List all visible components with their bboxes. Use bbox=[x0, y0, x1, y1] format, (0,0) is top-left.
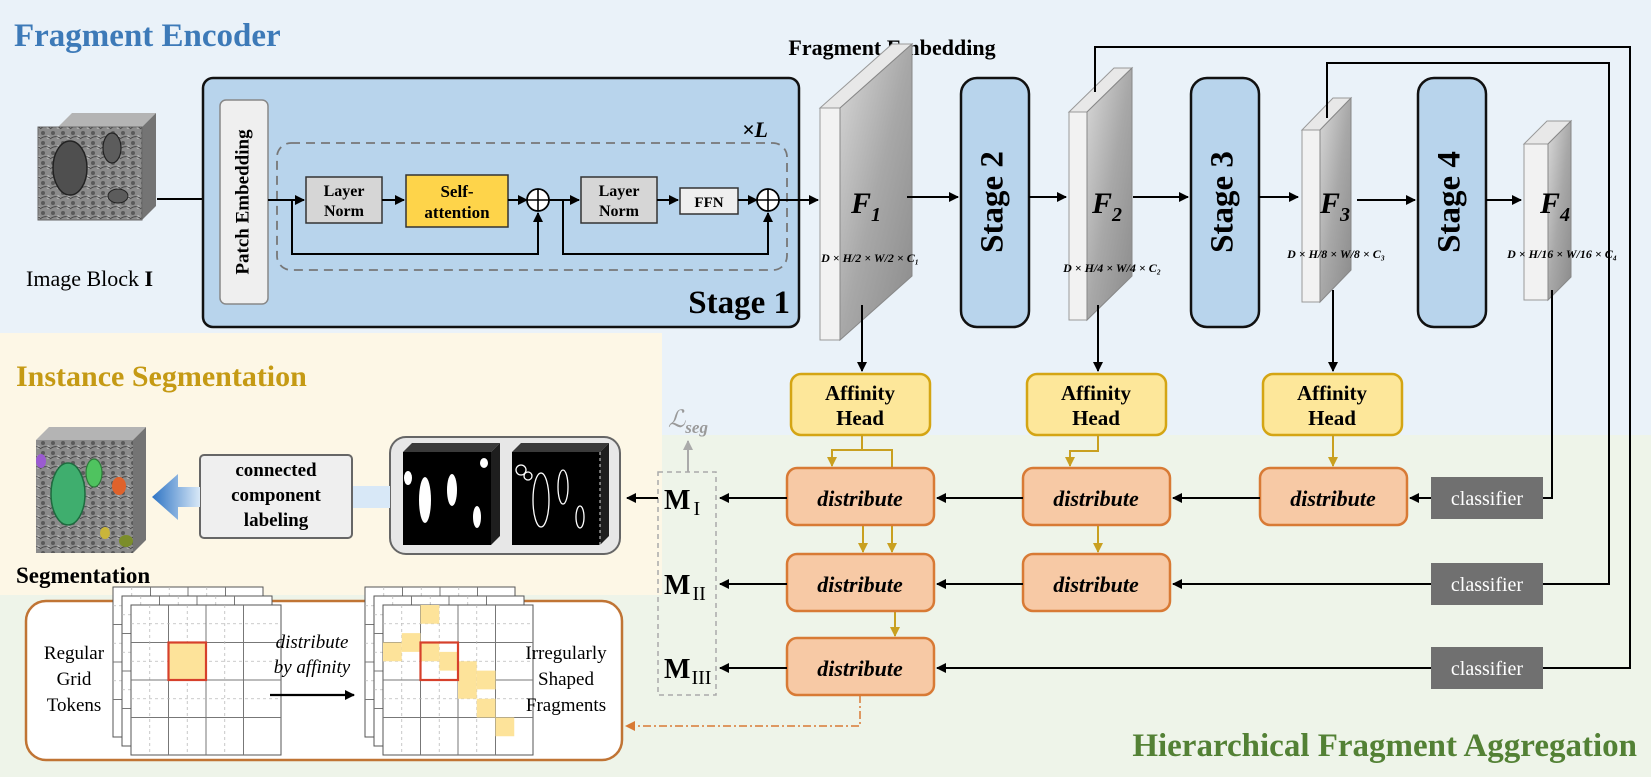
f2-label: F2 bbox=[1091, 187, 1122, 226]
affinity-head-2 bbox=[1025, 372, 1168, 437]
transformer-block-repeat bbox=[276, 142, 788, 271]
repeat-label: ×L bbox=[742, 117, 768, 142]
stage1-title: Stage 1 bbox=[688, 285, 790, 321]
distribute-label-2-1: distribute bbox=[1053, 486, 1139, 511]
classifier-3-label: classifier bbox=[1451, 658, 1524, 680]
stage2-box bbox=[959, 76, 1031, 329]
stage2-label: Stage 2 bbox=[975, 151, 1011, 253]
ffn-box bbox=[679, 187, 739, 215]
binary-mask-cube bbox=[403, 443, 500, 545]
distribute-box-2-2 bbox=[1021, 552, 1172, 613]
f4-dims: D × H/16 × W/16 × C₄ bbox=[1506, 247, 1617, 261]
stage4-label: Stage 4 bbox=[1432, 151, 1468, 253]
f3-dims: D × H/8 × W/8 × C₃ bbox=[1286, 247, 1385, 261]
feature-slab-f2 bbox=[1067, 66, 1134, 322]
feature-slab-f4 bbox=[1522, 119, 1573, 302]
stage3-box bbox=[1189, 76, 1261, 329]
distribute-label-1-1: distribute bbox=[817, 486, 903, 511]
route-f3-to-classifier2 bbox=[1326, 62, 1610, 585]
f4-label: F4 bbox=[1539, 187, 1570, 226]
self-attention-label: Self-attention bbox=[424, 182, 490, 222]
mask-m3: MIII bbox=[664, 654, 711, 689]
residual-add-1 bbox=[526, 188, 550, 212]
route-f2-to-classifier3 bbox=[1094, 46, 1631, 669]
distribute-label-1-2: distribute bbox=[817, 572, 903, 597]
route-f4-to-classifier1 bbox=[1543, 290, 1553, 499]
skip-connection-1 bbox=[291, 200, 543, 255]
input-label: Image Block I bbox=[26, 266, 153, 291]
feature-slab-f1 bbox=[818, 42, 914, 342]
classifier-1-label: classifier bbox=[1451, 488, 1524, 510]
ffn-label: FFN bbox=[694, 195, 723, 211]
distribute-label-1-3: distribute bbox=[817, 656, 903, 681]
distribute-box-1-1 bbox=[785, 466, 936, 527]
irregular-fragments-illustration bbox=[364, 586, 534, 756]
segmentation-cube bbox=[36, 427, 146, 553]
self-attention-box bbox=[405, 174, 509, 228]
aggregation-title: Hierarchical Fragment Aggregation bbox=[1132, 728, 1637, 764]
layer-norm-2-box bbox=[580, 176, 658, 224]
regular-grid-tokens-illustration bbox=[112, 586, 282, 756]
classifier-2 bbox=[1431, 563, 1543, 605]
classifier-2-label: classifier bbox=[1451, 574, 1524, 596]
residual-add-2 bbox=[756, 188, 780, 212]
affinity-head-1 bbox=[789, 372, 932, 437]
instance-title: Instance Segmentation bbox=[16, 360, 307, 393]
input-image-cube bbox=[37, 113, 156, 221]
distribute-to-inset-link bbox=[625, 695, 861, 731]
distribute-label-2-2: distribute bbox=[1053, 572, 1139, 597]
f1-dims: D × H/2 × W/2 × C₁ bbox=[820, 251, 919, 265]
blue-flow-band bbox=[352, 486, 390, 508]
loss-label: ℒseg bbox=[668, 407, 708, 437]
boundary-mask-cube bbox=[512, 443, 609, 545]
classifier-1 bbox=[1431, 477, 1543, 519]
distribute-box-1-2 bbox=[785, 552, 936, 613]
stage3-label: Stage 3 bbox=[1205, 151, 1241, 253]
layer-norm-1-box bbox=[305, 176, 383, 224]
f3-label: F3 bbox=[1319, 187, 1350, 226]
encoder-title: Fragment Encoder bbox=[14, 18, 281, 54]
patch-embedding-label: Patch Embedding bbox=[232, 129, 253, 275]
skip-connection-2 bbox=[562, 200, 773, 255]
distribute-box-3-1 bbox=[1258, 466, 1409, 527]
patch-embedding-box bbox=[219, 99, 269, 305]
distribute-label-3-1: distribute bbox=[1290, 486, 1376, 511]
f2-dims: D × H/4 × W/4 × C₂ bbox=[1062, 261, 1161, 275]
distribute-box-2-1 bbox=[1021, 466, 1172, 527]
f1-label: F1 bbox=[850, 187, 881, 226]
segmentation-label: Segmentation bbox=[16, 563, 150, 588]
blue-flow-arrow bbox=[152, 474, 200, 520]
classifier-3 bbox=[1431, 647, 1543, 689]
stage4-box bbox=[1416, 76, 1488, 329]
